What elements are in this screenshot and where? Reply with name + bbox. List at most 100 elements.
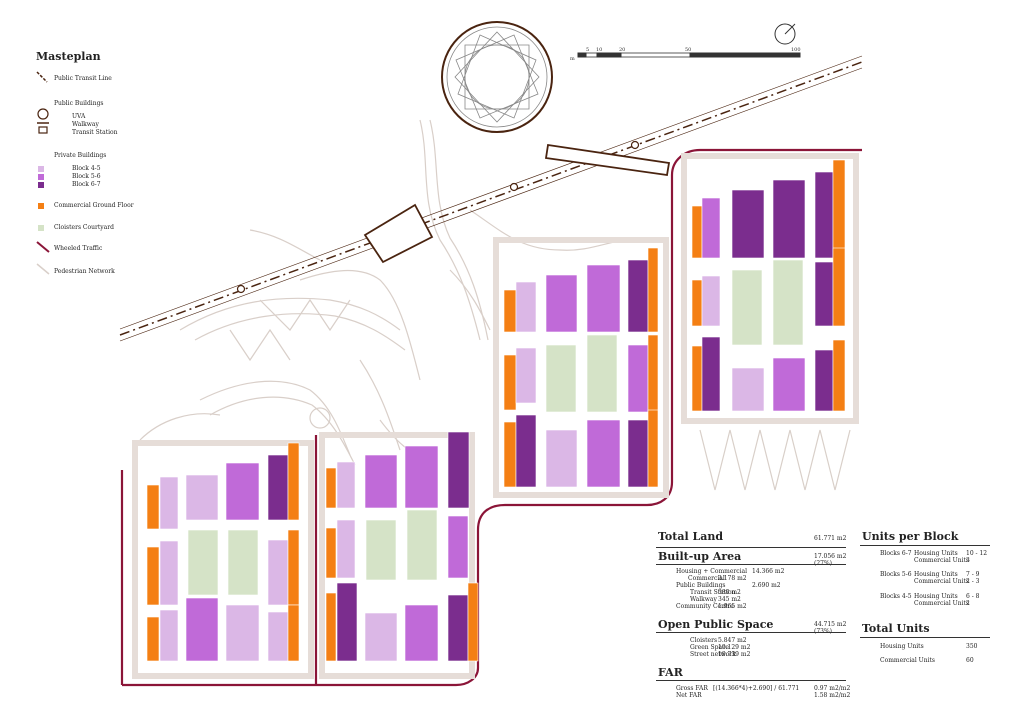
housing-commercial-value: 14.366 m2 [752,568,785,575]
cloister-courtyard [365,519,397,581]
legend-commercial: Commercial Ground Floor [54,202,134,209]
block56-building [545,274,578,333]
block67-building [627,419,649,488]
public-buildings-icon [37,108,49,134]
scale-label-50: 50 [685,47,691,53]
street-outlines [132,153,859,679]
cloisters-label: Cloisters [690,637,718,644]
station-icon [236,284,246,294]
block67-building [772,179,806,259]
built-up-pct: (27%) [814,560,832,567]
legend-private-buildings: Private Buildings [54,152,107,159]
units-per-block-label: Units per Block [862,530,959,543]
total-commercial-value: 60 [966,657,974,664]
block56-building [627,344,649,413]
block67-building [814,261,834,327]
commercial-ground-floor [691,345,703,412]
commercial-ground-floor [503,289,517,333]
block45-building [267,611,289,662]
b67-commercial-value: 3 [966,557,970,564]
commercial-label: Commercial [688,575,725,582]
transit-station-label: Transit Station [690,589,736,596]
cloister-courtyard [772,259,804,346]
block45-building [545,429,578,488]
cloister-courtyard [406,509,438,581]
block45-building [225,604,260,662]
station-icon [509,182,519,192]
legend-station: Transit Station [72,129,118,136]
scale-label-10: 10 [596,47,602,53]
far-label: FAR [658,666,683,679]
gross-far-formula: [(14.366*4)+2.690] / 61.771 [713,685,800,692]
green-space-value: 19.129 m2 [718,644,751,651]
open-space-value: 44.715 m2 [814,621,847,628]
divider [860,545,990,546]
wheeled-traffic [120,148,862,687]
b67-housing-value: 10 - 12 [966,550,988,557]
total-commercial-label: Commercial Units [880,657,936,664]
housing-commercial-label: Housing + Commercial [676,568,748,575]
b67-commercial: Commercial Units [914,557,970,564]
commercial-ground-floor [647,409,659,488]
block67-building [814,349,834,412]
public-buildings-label: Public Buildings [676,582,726,589]
commercial-ground-floor [832,247,846,327]
community-centre-value: 1.965 m2 [718,603,747,610]
b56-commercial: Commercial Units [914,578,970,585]
total-units-label: Total Units [862,622,930,635]
block56-building [404,445,439,509]
station-icon [630,140,640,150]
commercial-ground-floor [467,582,479,662]
commercial-ground-floor [146,484,160,530]
commercial-ground-floor [287,604,300,662]
total-land-label: Total Land [658,530,724,543]
uva-building [441,21,553,133]
legend-title: Masteplan [36,50,101,63]
scale-bar [577,52,801,58]
block67-building [731,189,765,259]
gross-far-value: 0.97 m2/m2 [814,685,851,692]
green-space-label: Green Space [690,644,729,651]
cloisters-value: 5.847 m2 [718,637,747,644]
commercial-ground-floor [832,159,846,259]
commercial-ground-floor [647,334,659,413]
net-far-value: 1.58 m2/m2 [814,692,851,699]
block45-building [336,519,356,579]
block45-building [159,476,179,530]
block45-building [364,612,398,662]
legend-traffic: Wheeled Traffic [54,245,103,252]
block56-building [185,597,219,662]
community-centre-label: Community Centre [676,603,734,610]
total-housing-label: Housing Units [880,643,924,650]
legend-block45: Block 4-5 [72,165,101,172]
divider [656,680,846,681]
cloister-courtyard [586,334,618,413]
commercial-ground-floor [691,279,703,327]
open-space-pct: (73%) [814,628,832,635]
block56-building [586,264,621,333]
b67-name: Blocks 6-7 [880,550,912,557]
block67-building [267,454,289,521]
pedestrian-icon [36,263,50,275]
legend-walkway: Walkway [72,121,99,128]
b45-name: Blocks 4-5 [880,593,912,600]
block45-building [336,461,356,509]
cloister-courtyard [227,529,259,596]
commercial-ground-floor [691,205,703,259]
scale-label-m: m [570,56,575,62]
commercial-ground-floor [287,529,300,606]
b56-housing: Housing Units [914,571,958,578]
block67-building [701,336,721,412]
legend-pedestrian: Pedestrian Network [54,268,115,275]
block45-building [267,539,289,606]
block56-building [447,515,469,579]
commercial-ground-floor [647,247,659,333]
block45-building [731,367,765,412]
cloister-courtyard [187,529,219,596]
block56-building [225,462,260,521]
cloister-courtyard [731,269,763,346]
walkway-value: 345 m2 [718,596,741,603]
cloister-courtyard [545,344,577,413]
built-up-label: Built-up Area [658,550,742,563]
legend-public-buildings: Public Buildings [54,100,104,107]
